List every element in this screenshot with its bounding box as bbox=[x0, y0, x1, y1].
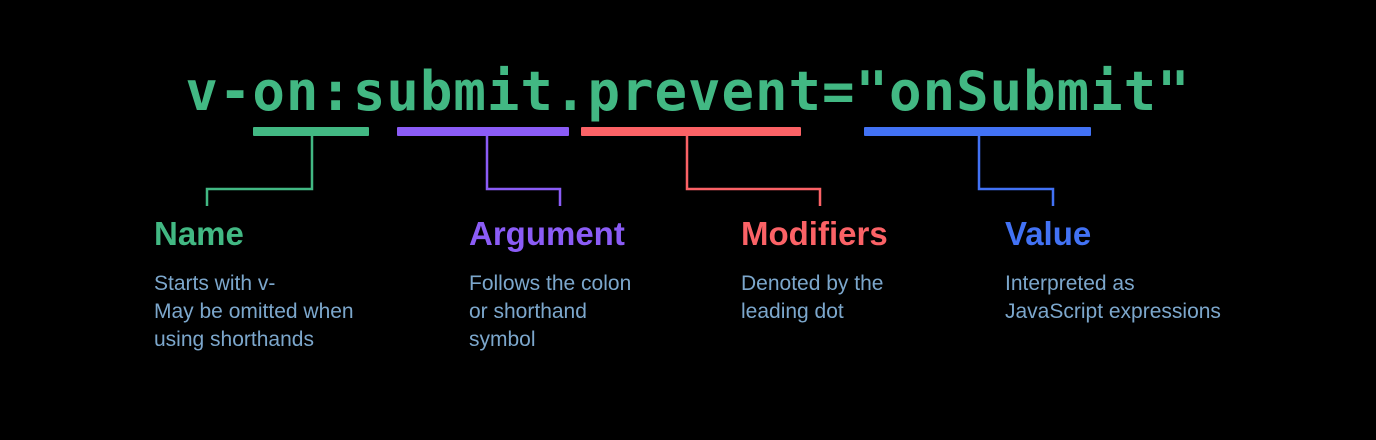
segment-description-argument: Follows the colon or shorthand symbol bbox=[469, 272, 632, 351]
segment-title-modifiers: Modifiers bbox=[741, 215, 888, 252]
segment-underline-argument bbox=[397, 127, 569, 136]
segment-description-name: Starts with v- May be omitted when using… bbox=[154, 272, 354, 351]
segment-title-value: Value bbox=[1005, 215, 1092, 252]
connector-modifiers bbox=[685, 136, 822, 206]
code-expression: v-on:submit.prevent="onSubmit" bbox=[185, 60, 1191, 123]
segment-underline-modifiers bbox=[581, 127, 801, 136]
segment-title-argument: Argument bbox=[469, 215, 625, 252]
segment-underline-name bbox=[253, 127, 369, 136]
segment-title-name: Name bbox=[154, 215, 244, 252]
connector-argument bbox=[485, 136, 562, 206]
segment-description-value: Interpreted as JavaScript expressions bbox=[1005, 272, 1221, 323]
segment-underline-value bbox=[864, 127, 1091, 136]
segment-description-modifiers: Denoted by the leading dot bbox=[741, 272, 884, 323]
connector-name bbox=[205, 136, 314, 206]
connector-value bbox=[977, 136, 1055, 206]
